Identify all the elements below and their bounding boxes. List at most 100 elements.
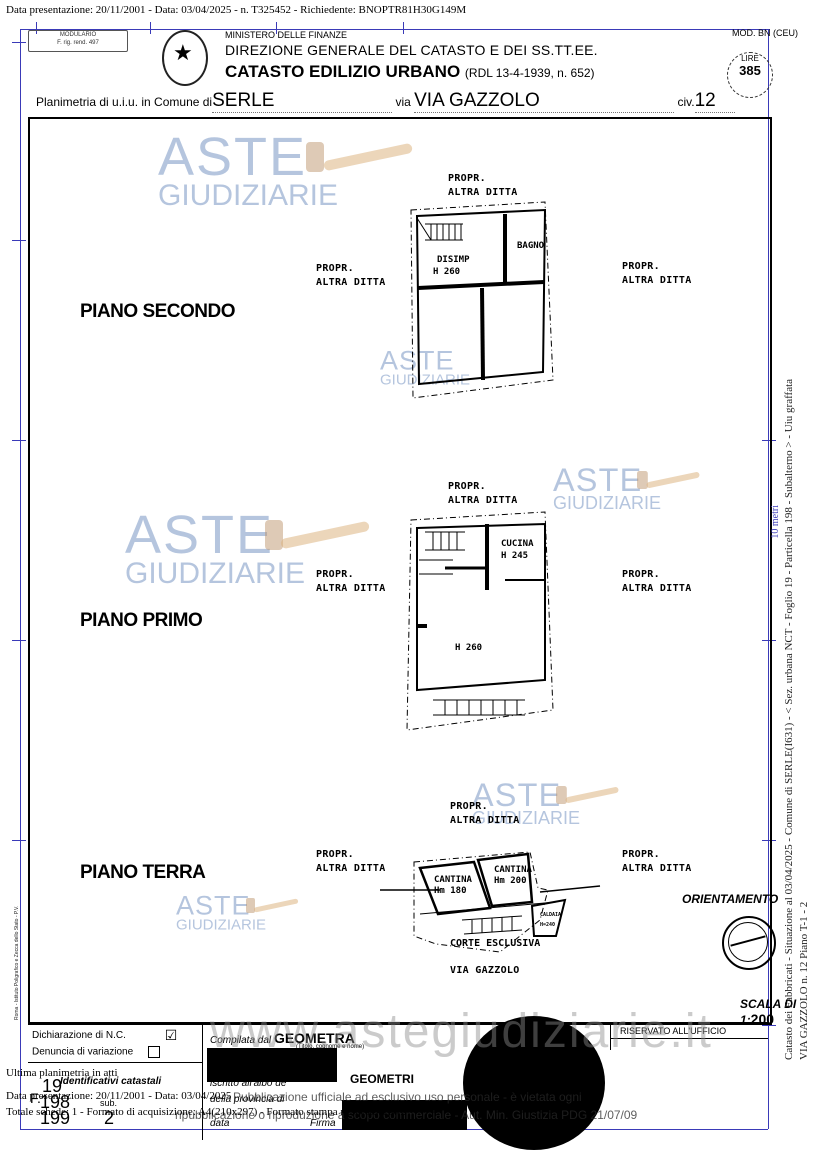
watermark-logo: ASTE GIUDIZIARIE	[125, 505, 371, 589]
dichiarazione-checkbox[interactable]: ☑	[164, 1027, 178, 1044]
particella-value: 199	[40, 1108, 71, 1128]
blue-frame-top	[20, 29, 770, 30]
orientation-label: ORIENTAMENTO	[682, 892, 779, 906]
lire-value: 385	[739, 63, 761, 78]
room-name: CANTINA	[494, 865, 533, 875]
compilata-label: Compilata dal	[210, 1035, 272, 1046]
frame-tick	[276, 22, 277, 34]
floor-title-terra: PIANO TERRA	[80, 862, 206, 883]
gavel-icon	[246, 898, 255, 913]
plan-prefix: Planimetria di u.i.u. in Comune di	[36, 95, 213, 109]
floor-plan-primo: CUCINA H 245 H 260	[406, 511, 554, 731]
neighbor-left: PROPR. ALTRA DITTA	[316, 262, 386, 290]
compilata-row: Compilata dal GEOMETRA	[210, 1030, 355, 1046]
identificativi-label: Identificativi catastali	[60, 1076, 162, 1087]
frame-tick	[12, 640, 26, 641]
footer-divider	[28, 1062, 202, 1063]
compilata-value: GEOMETRA	[273, 1030, 355, 1046]
neighbor-label: PROPR.	[622, 849, 660, 860]
neighbor-top: PROPR. ALTRA DITTA	[448, 172, 518, 200]
ultima-planimetria: Ultima planimetria in atti	[6, 1067, 118, 1079]
firma-label: Firma	[310, 1118, 336, 1129]
scale-label: SCALA DI 1:200	[740, 997, 814, 1027]
printer-mark: Roma - Istituto Poligrafico e Zecca dell…	[14, 905, 20, 1020]
floor-plan-terra: CANTINA Hm 180 CANTINA Hm 200 CALDAIA H=…	[380, 851, 601, 953]
frame-tick	[12, 440, 26, 441]
neighbor-left: PROPR. ALTRA DITTA	[316, 848, 386, 876]
foglio-value: 19	[42, 1076, 63, 1096]
comune-value: SERLE	[212, 90, 393, 113]
data-label: data	[210, 1118, 230, 1129]
neighbor-owner: ALTRA DITTA	[622, 863, 692, 874]
north-arrow-icon	[722, 916, 776, 970]
floor-title-secondo: PIANO SECONDO	[80, 301, 236, 322]
court-label: CORTE ESCLUSIVA	[450, 938, 540, 949]
watermark-brand: ASTE	[553, 462, 643, 498]
room-height: H=240	[540, 922, 555, 928]
neighbor-label: PROPR.	[316, 849, 354, 860]
dichiarazione-row: Dichiarazione di N.C. ☑	[32, 1027, 178, 1044]
neighbor-label: PROPR.	[448, 481, 486, 492]
room-height: Hm 200	[494, 876, 527, 886]
floor-title-primo: PIANO PRIMO	[80, 610, 203, 631]
lire-stamp: LIRE 385	[727, 52, 773, 98]
denuncia-checkbox[interactable]	[147, 1046, 160, 1058]
footer-divider	[610, 1038, 768, 1039]
room-name: CALDAIA	[540, 912, 561, 918]
direzione-label: DIREZIONE GENERALE DEL CATASTO E DEI SS.…	[225, 42, 598, 58]
footer-divider	[28, 1022, 768, 1023]
neighbor-label: PROPR.	[316, 569, 354, 580]
frame-tick	[150, 22, 151, 34]
neighbor-right: PROPR. ALTRA DITTA	[622, 568, 692, 596]
street-label: VIA GAZZOLO	[450, 965, 520, 976]
room-height: H 260	[455, 643, 482, 653]
watermark-logo: ASTE GIUDIZIARIE	[176, 890, 299, 932]
catasto-situation-text: Catasto dei Fabbricati - Situazione al 0…	[783, 378, 795, 1060]
blue-frame-right	[768, 29, 769, 1129]
room-height: Hm 180	[434, 886, 467, 896]
frame-tick	[762, 1025, 776, 1026]
frame-tick	[12, 240, 26, 241]
frame-tick	[762, 840, 776, 841]
floor-plan-secondo: DISIMP H 260 BAGNO	[410, 201, 554, 399]
civ-value: 12	[694, 90, 735, 113]
watermark-brand: ASTE	[176, 890, 251, 921]
watermark-brand: ASTE	[472, 777, 562, 813]
catasto-address-text: VIA GAZZOLO n. 12 Piano T-1 - 2	[798, 901, 810, 1060]
mod-label: MOD. BN (CEU)	[732, 28, 798, 38]
sub-value: 2	[104, 1108, 115, 1128]
watermark-notice-2: ripubblicazione o riproduzione a scopo c…	[175, 1108, 638, 1122]
neighbor-owner: ALTRA DITTA	[450, 815, 520, 826]
frame-tick	[762, 640, 776, 641]
gavel-icon	[556, 786, 567, 804]
gavel-icon	[637, 471, 648, 489]
watermark-brand: ASTE	[125, 505, 275, 565]
provincia-label: della provincia di	[210, 1094, 285, 1105]
dichiarazione-label: Dichiarazione di N.C.	[32, 1030, 126, 1041]
sub-label: sub.	[100, 1098, 118, 1108]
modulario-ref: F. rig. rend. 497	[57, 40, 99, 46]
denuncia-label: Denuncia di variazione	[32, 1046, 134, 1058]
modulario-box: MODULARIO F. rig. rend. 497	[28, 30, 128, 52]
gavel-icon	[306, 142, 324, 172]
iscritto-value: GEOMETRI	[350, 1072, 415, 1086]
frame-tick	[762, 440, 776, 441]
neighbor-owner: ALTRA DITTA	[316, 863, 386, 874]
watermark-brand-sub: GIUDIZIARIE	[380, 371, 471, 388]
lire-label: LIRE	[741, 54, 759, 63]
neighbor-owner: ALTRA DITTA	[448, 187, 518, 198]
ministero-label: MINISTERO DELLE FINANZE	[225, 30, 348, 40]
overlay-data-line: Data presentazione: 20/11/2001 - Data: 0…	[6, 1090, 232, 1102]
riservato-label: RISERVATO ALL'UFFICIO	[620, 1026, 727, 1036]
room-height: H 245	[501, 551, 528, 561]
neighbor-right: PROPR. ALTRA DITTA	[622, 848, 692, 876]
overlay-totale: Totale schede: 1 - Formato di acquisizio…	[6, 1106, 406, 1118]
neighbor-left: PROPR. ALTRA DITTA	[316, 568, 386, 596]
scale-prefix: SCALA DI 1:	[740, 997, 797, 1027]
catasto-title-text: CATASTO EDILIZIO URBANO	[225, 62, 461, 81]
watermark-logo: ASTE GIUDIZIARIE	[158, 130, 414, 211]
room-name: BAGNO	[517, 241, 545, 251]
neighbor-label: PROPR.	[316, 263, 354, 274]
scale-value: 200	[750, 1011, 775, 1027]
neighbor-label: PROPR.	[622, 261, 660, 272]
